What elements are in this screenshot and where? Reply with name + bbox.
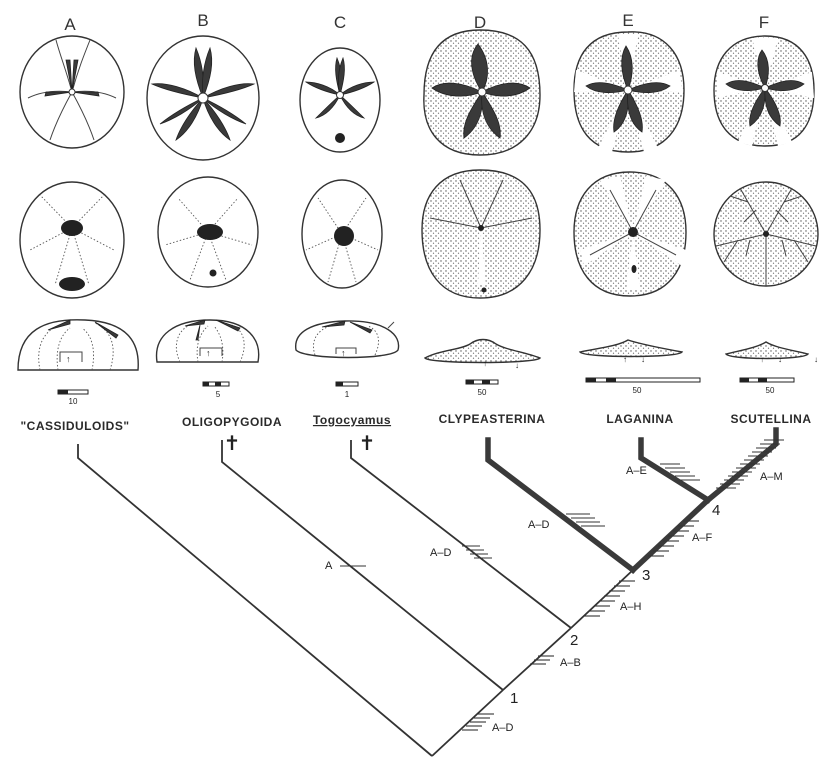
scale-e: 50	[633, 386, 642, 395]
svg-text:↑: ↑	[623, 355, 627, 364]
node-number-4: 4	[712, 502, 720, 519]
specimen-a-side: ↑ 10	[17, 319, 139, 406]
scale-d: 50	[478, 388, 487, 397]
svg-text:↑: ↑	[341, 348, 346, 358]
column-letter-d: D	[474, 13, 486, 32]
char-label-node4: A–F	[692, 532, 712, 544]
character-ticks	[340, 439, 784, 731]
specimen-a-oral	[19, 181, 125, 299]
column-letter-c: C	[334, 13, 346, 32]
specimen-a-aboral	[19, 35, 125, 149]
specimen-b-aboral	[146, 35, 260, 161]
char-label-node2: A–B	[560, 657, 581, 669]
branch-togocyamus	[350, 440, 572, 629]
scale-b: 5	[216, 390, 221, 399]
specimen-f-aboral	[713, 35, 815, 147]
taxon-label-oligopygoida: OLIGOPYGOIDA	[182, 415, 282, 429]
specimen-b-side: ↑ 5	[155, 319, 260, 399]
svg-text:↓: ↓	[814, 355, 818, 364]
svg-text:↑: ↑	[66, 354, 71, 364]
char-label-togocyamus: A–D	[430, 547, 451, 559]
branch-backbone-1	[431, 689, 504, 757]
branch-backbone-3	[570, 569, 634, 629]
taxon-label-cassiduloids: "CASSIDULOIDS"	[20, 419, 129, 433]
branch-oligopygoida	[221, 440, 504, 691]
specimen-c-aboral	[299, 47, 381, 153]
specimen-e-oral	[573, 171, 687, 297]
char-label-clypeasterina: A–D	[528, 519, 549, 531]
char-label-node3: A–H	[620, 601, 641, 613]
branch-backbone-2	[502, 627, 572, 691]
branch-clypeasterina	[485, 437, 637, 574]
char-label-scutellina: A–M	[760, 471, 783, 483]
branch-cassiduloids	[77, 444, 433, 757]
specimen-c-oral	[301, 179, 383, 289]
specimen-c-side: ↑ 1	[295, 320, 400, 399]
node-number-2: 2	[570, 632, 578, 649]
scale-a: 10	[69, 397, 78, 406]
specimen-f-side: ↑ ↓ ↓ 50	[724, 341, 818, 395]
specimen-d-aboral	[423, 29, 541, 156]
specimen-e-side: ↑ ↓ 50	[578, 339, 701, 395]
svg-text:↓: ↓	[515, 361, 519, 370]
svg-text:↑: ↑	[206, 348, 211, 358]
svg-text:↓: ↓	[778, 355, 782, 364]
specimen-d-side: ↑ ↓ 50	[423, 338, 542, 397]
svg-text:↑: ↑	[483, 359, 487, 368]
column-letter-a: A	[64, 15, 76, 34]
column-letter-f: F	[759, 13, 769, 32]
taxon-label-scutellina: SCUTELLINA	[731, 412, 812, 426]
scale-c: 1	[345, 390, 350, 399]
node-number-3: 3	[642, 567, 650, 584]
extinct-dagger-oligopygoida: ✝	[224, 431, 241, 455]
char-label-laganina: A–E	[626, 465, 647, 477]
node-number-1: 1	[510, 690, 518, 707]
column-letter-b: B	[197, 11, 208, 30]
specimen-b-oral	[157, 176, 259, 288]
branch-laganina	[638, 437, 712, 504]
taxon-label-togocyamus: Togocyamus	[313, 413, 391, 427]
taxon-label-laganina: LAGANINA	[606, 412, 673, 426]
specimen-d-oral	[421, 169, 541, 299]
taxon-label-clypeasterina: CLYPEASTERINA	[439, 412, 546, 426]
branch-backbone-4	[629, 496, 712, 574]
svg-text:↑: ↑	[760, 355, 764, 364]
specimen-e-aboral	[573, 31, 685, 153]
extinct-dagger-togocyamus: ✝	[359, 431, 376, 455]
char-label-oligopygoida: A	[325, 560, 333, 572]
column-letter-e: E	[622, 11, 633, 30]
specimen-f-oral	[713, 181, 819, 287]
svg-text:↓: ↓	[641, 355, 645, 364]
scale-f: 50	[766, 386, 775, 395]
cladogram-tree	[77, 427, 779, 757]
char-label-node1: A–D	[492, 722, 513, 734]
